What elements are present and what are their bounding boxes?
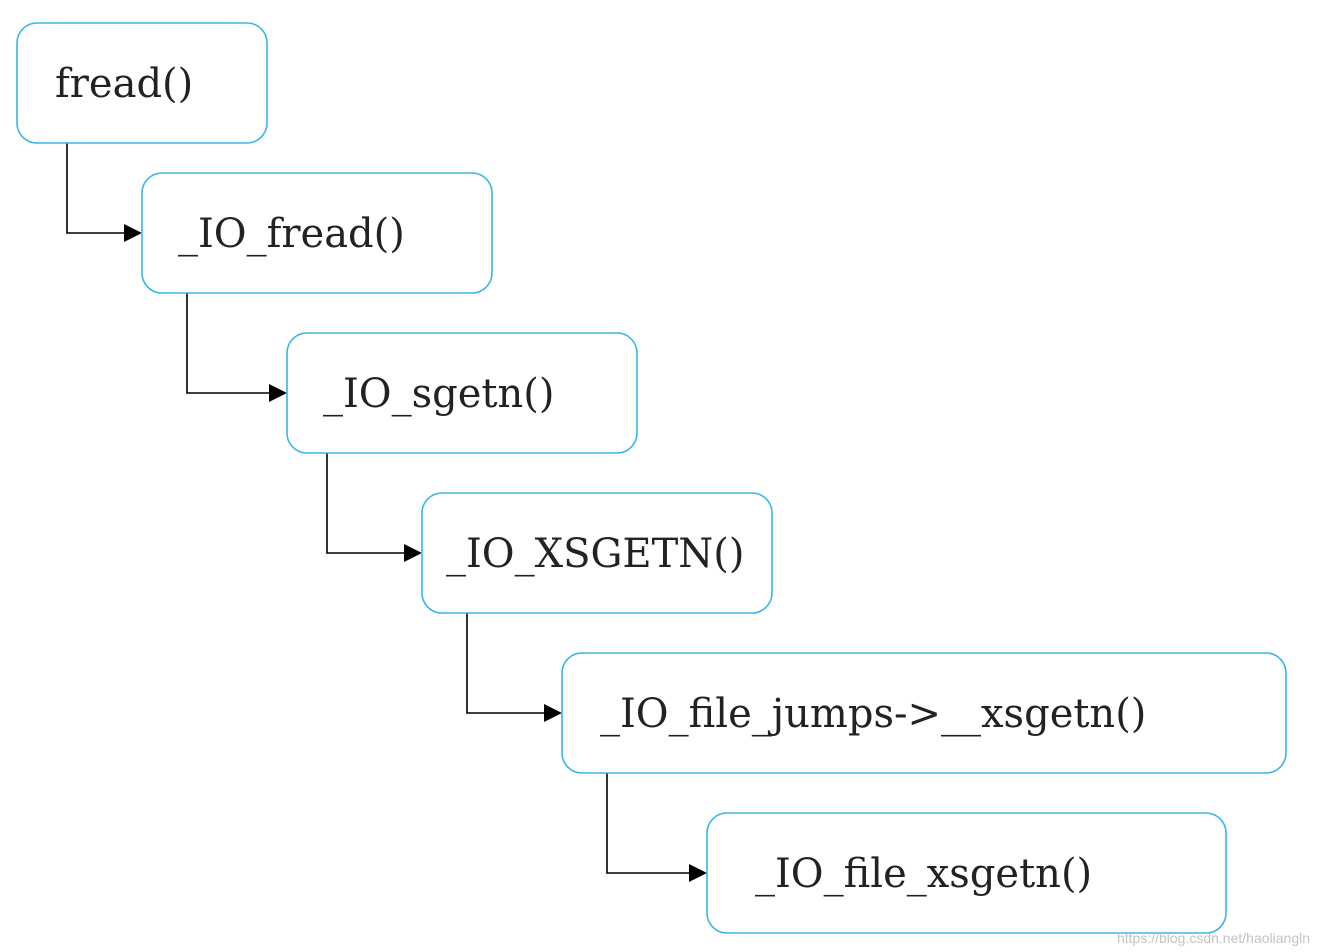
arrowhead-icon [689, 864, 707, 882]
node-label: _IO_file_jumps->__xsgetn() [600, 691, 1146, 737]
node-io-file-jumps-xsgetn: _IO_file_jumps->__xsgetn() [561, 652, 1287, 774]
node-box [421, 492, 773, 614]
arrowhead-icon [124, 224, 142, 242]
watermark: https://blog.csdn.net/haoliangln [1116, 930, 1310, 946]
edge-io-sgetn-to-io-xsgetn [326, 453, 408, 554]
node-label: _IO_fread() [178, 211, 405, 257]
edge-io-xsgetn-to-file-jumps [466, 613, 548, 714]
node-io-sgetn: _IO_sgetn() [286, 332, 638, 454]
node-label: fread() [55, 61, 193, 107]
edge-file-jumps-to-file-xsgetn [606, 773, 693, 874]
node-io-xsgetn-macro: _IO_XSGETN() [421, 492, 773, 614]
node-io-file-xsgetn: _IO_file_xsgetn() [706, 812, 1227, 934]
arrowhead-icon [269, 384, 287, 402]
node-io-fread: _IO_fread() [141, 172, 493, 294]
arrowhead-icon [404, 544, 422, 562]
node-box [141, 172, 493, 294]
node-box [286, 332, 638, 454]
node-label: _IO_file_xsgetn() [755, 851, 1092, 897]
node-box [706, 812, 1227, 934]
edge-fread-to-io-fread [66, 143, 128, 234]
node-fread: fread() [16, 22, 268, 144]
connectors [66, 143, 707, 882]
edge-io-fread-to-io-sgetn [186, 293, 273, 394]
node-box [561, 652, 1287, 774]
node-label: _IO_sgetn() [323, 371, 554, 417]
arrowhead-icon [544, 704, 562, 722]
node-label: _IO_XSGETN() [446, 531, 745, 577]
node-box [16, 22, 268, 144]
